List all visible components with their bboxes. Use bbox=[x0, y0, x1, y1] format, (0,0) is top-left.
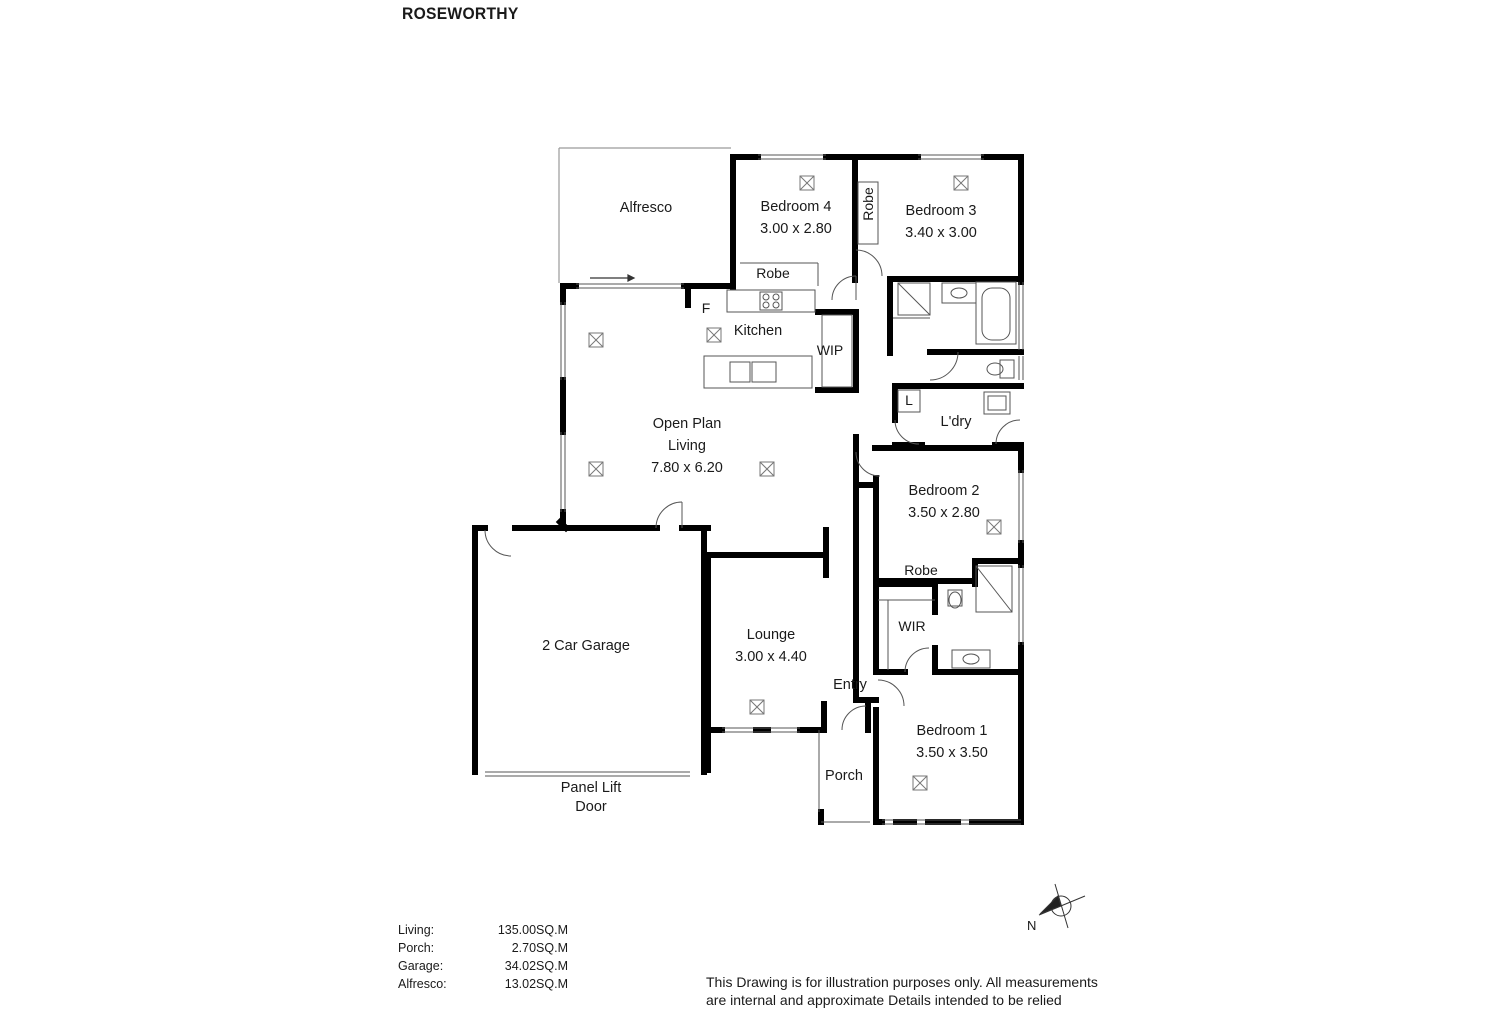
room-dimensions: 3.50 x 3.50 bbox=[916, 745, 988, 761]
room-label-bedroom-2: Bedroom 2 3.50 x 2.80 bbox=[908, 480, 980, 524]
area-row: Garage: 34.02SQ.M bbox=[398, 957, 568, 975]
walls bbox=[472, 154, 1024, 825]
disclaimer-line-2: are internal and approximate Details int… bbox=[706, 992, 1062, 1008]
room-dimensions: 3.00 x 4.40 bbox=[735, 649, 807, 665]
room-label-bedroom-1: Bedroom 1 3.50 x 3.50 bbox=[916, 720, 988, 764]
disclaimer-line-1: This Drawing is for illustration purpose… bbox=[706, 974, 1098, 990]
garage-door-label: Panel Lift Door bbox=[561, 779, 621, 817]
room-label-bedroom-4: Bedroom 4 3.00 x 2.80 bbox=[760, 196, 832, 240]
plan-title: ROSEWORTHY bbox=[402, 4, 519, 23]
room-label-robe-bedroom-2: Robe bbox=[904, 562, 938, 578]
room-name: Bedroom 3 bbox=[905, 203, 977, 219]
room-name-line-1: Open Plan bbox=[652, 416, 722, 432]
room-label-robe-bedroom-3: Robe bbox=[860, 187, 876, 221]
room-label-robe-bedroom-4: Robe bbox=[756, 265, 790, 281]
area-label: Alfresco: bbox=[398, 977, 447, 991]
area-value: 13.02SQ.M bbox=[504, 977, 568, 991]
room-label-open-plan-living: Open Plan Living 7.80 x 6.20 bbox=[651, 413, 723, 479]
room-label-wip: WIP bbox=[816, 342, 844, 358]
north-label: N bbox=[1027, 918, 1037, 933]
room-name: Bedroom 1 bbox=[916, 723, 988, 739]
area-label: Garage: bbox=[398, 959, 444, 973]
room-label-lounge: Lounge 3.00 x 4.40 bbox=[735, 624, 807, 668]
area-value: 34.02SQ.M bbox=[504, 959, 568, 973]
area-row: Porch: 2.70SQ.M bbox=[398, 939, 568, 957]
room-label-entry: Entry bbox=[833, 677, 867, 693]
room-name-line-2: Living bbox=[668, 438, 706, 454]
thin-details bbox=[484, 154, 1024, 825]
disclaimer: This Drawing is for illustration purpose… bbox=[706, 973, 1126, 1009]
fridge-label: F bbox=[701, 300, 711, 316]
room-dimensions: 7.80 x 6.20 bbox=[651, 460, 723, 476]
room-label-garage: 2 Car Garage bbox=[542, 638, 630, 654]
area-row: Living: 135.00SQ.M bbox=[398, 921, 568, 939]
room-label-alfresco: Alfresco bbox=[619, 200, 673, 216]
area-value: 135.00SQ.M bbox=[497, 923, 568, 937]
alfresco-outline bbox=[558, 147, 731, 283]
room-label-bedroom-3: Bedroom 3 3.40 x 3.00 bbox=[905, 200, 977, 244]
room-label-wir: WIR bbox=[898, 618, 926, 634]
area-label: Porch: bbox=[398, 941, 435, 955]
area-schedule: Living: 135.00SQ.M Porch: 2.70SQ.M Garag… bbox=[398, 921, 568, 993]
room-name: Lounge bbox=[746, 627, 796, 643]
room-dimensions: 3.40 x 3.00 bbox=[905, 225, 977, 241]
area-label: Living: bbox=[398, 923, 435, 937]
garage-door-line-2: Door bbox=[575, 799, 607, 815]
room-dimensions: 3.00 x 2.80 bbox=[760, 221, 832, 237]
room-name: Bedroom 4 bbox=[760, 199, 832, 215]
sliding-door-arrow-icon bbox=[590, 274, 636, 282]
room-label-kitchen: Kitchen bbox=[733, 323, 783, 339]
room-label-linen: L bbox=[905, 392, 913, 408]
light-fixture-icons bbox=[588, 175, 1002, 791]
room-label-porch: Porch bbox=[825, 768, 863, 784]
room-name: Bedroom 2 bbox=[908, 483, 980, 499]
area-row: Alfresco: 13.02SQ.M bbox=[398, 975, 568, 993]
room-dimensions: 3.50 x 2.80 bbox=[908, 505, 980, 521]
room-label-laundry: L'dry bbox=[940, 414, 972, 430]
garage-door-line-1: Panel Lift bbox=[560, 780, 622, 796]
area-value: 2.70SQ.M bbox=[511, 941, 568, 955]
north-arrow-icon bbox=[1038, 883, 1086, 929]
